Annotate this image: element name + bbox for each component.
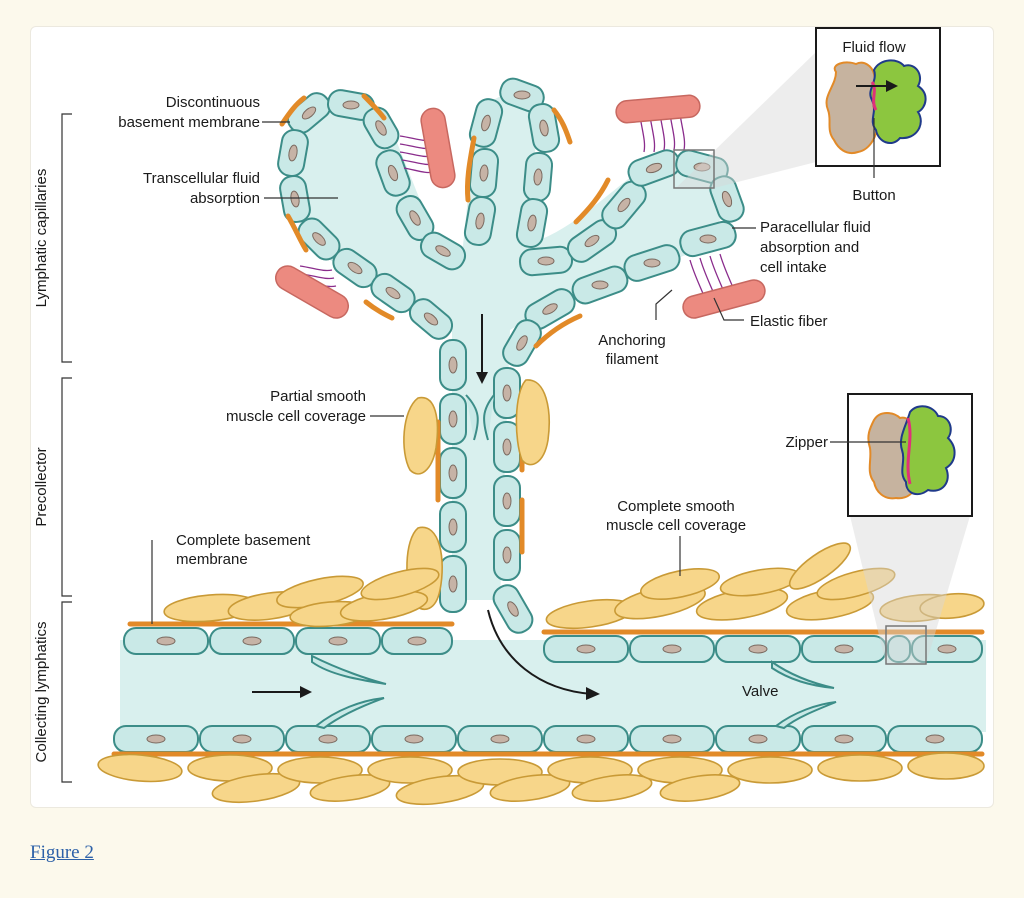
elastic-fiber-label: Elastic fiber (750, 313, 828, 330)
fluid-flow-label: Fluid flow (842, 39, 906, 56)
button-highlight-box (673, 149, 715, 189)
button-label: Button (852, 187, 895, 204)
zipper-label: Zipper (785, 434, 828, 451)
paracellular-label-3: cell intake (760, 259, 827, 276)
anchoring-filament-label-1: Anchoring (598, 332, 666, 349)
section-label-collecting: Collecting lymphatics (33, 622, 50, 763)
partial-smc-label-2: muscle cell coverage (226, 408, 366, 425)
discontinuous-bm-label-1: Discontinuous (166, 94, 260, 111)
transcellular-label-2: absorption (190, 190, 260, 207)
basement-membrane (111, 93, 985, 757)
labels: Discontinuous basement membrane Transcel… (118, 94, 871, 700)
zipper-highlight-box (885, 625, 927, 665)
complete-smc-label-1: Complete smooth (617, 498, 735, 515)
section-label-precollector: Precollector (33, 447, 50, 526)
complete-smc-label-2: muscle cell coverage (606, 517, 746, 534)
paracellular-label-1: Paracellular fluid (760, 219, 871, 236)
valve-label: Valve (742, 683, 778, 700)
valve-right (771, 660, 837, 730)
leader-lines (151, 121, 756, 624)
complete-bm-label-2: membrane (176, 551, 248, 568)
inset-projection-button (676, 52, 816, 188)
collecting-vessel-bottom-wall (113, 725, 983, 753)
flow-arrows (252, 314, 600, 700)
section-label-capillaries: Lymphatic capillaries (33, 169, 50, 308)
discontinuous-bm-label-2: basement membrane (118, 114, 260, 131)
collecting-vessel-top-wall (123, 627, 983, 663)
transcellular-label-1: Transcellular fluid (143, 170, 260, 187)
inset-projection-zipper (850, 516, 970, 664)
figure-link[interactable]: Figure 2 (30, 842, 94, 863)
zipper-inset (830, 393, 973, 517)
capillary-cells (277, 77, 745, 367)
button-inset (815, 27, 941, 178)
elastic-fibers (275, 94, 766, 319)
section-brackets (61, 113, 72, 783)
valve-left (311, 654, 387, 730)
paracellular-label-2: absorption and (760, 239, 859, 256)
smooth-muscle-cells (97, 379, 985, 806)
complete-bm-label-1: Complete basement (176, 532, 311, 549)
precollector-cells (439, 339, 534, 634)
partial-smc-label-1: Partial smooth (270, 388, 366, 405)
anchoring-filament-label-2: filament (606, 351, 659, 368)
